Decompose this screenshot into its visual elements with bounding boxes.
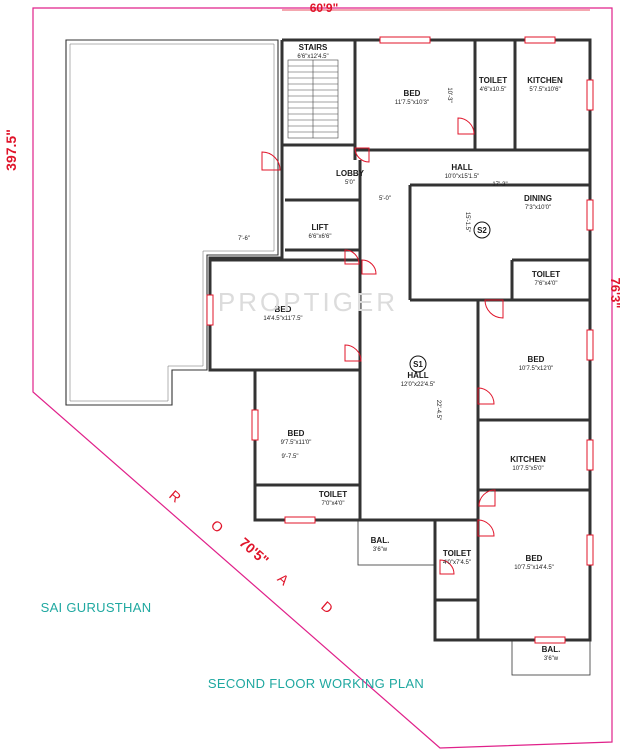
size-hall-s1: 12'0"x22'4.5": [401, 382, 436, 388]
label-toilet-br: TOILET: [443, 549, 471, 558]
s1-marker: [409, 355, 427, 373]
label-stairs: STAIRS: [299, 43, 328, 52]
road-letter-a: A: [275, 570, 293, 589]
site-boundary: [32, 7, 613, 749]
size-toilet-bot: 7'0"x4'0": [322, 501, 345, 507]
size-kitchen-bot: 10'7.5"x5'0": [512, 466, 543, 472]
label-bed-mid: BED: [288, 429, 305, 438]
size-lift: 6'6"x6'6": [309, 234, 332, 240]
size-toilet-br: 4'0"x7'4.5": [443, 560, 471, 566]
terrace-inner-outline: [69, 43, 275, 402]
dim-bed-top-side: 10'-3": [446, 87, 452, 102]
watermark: PROPTIGER: [218, 287, 398, 317]
size-bal-2: 3'6"w: [544, 656, 559, 662]
s2-label: S2: [477, 226, 487, 235]
dim-hall-top-length: 17'-3": [492, 182, 507, 188]
walls: [208, 38, 592, 642]
label-hall-s1: HALL: [407, 371, 428, 380]
door-swings: [261, 117, 504, 575]
s1-label: S1: [413, 360, 423, 369]
size-bed-right1: 10'7.5"x12'0": [519, 366, 554, 372]
label-toilet-mid: TOILET: [532, 270, 560, 279]
overall-left-height: 397.5": [3, 129, 19, 171]
label-lift: LIFT: [312, 223, 329, 232]
dim-hall-top-side: 15'-1.5": [464, 212, 470, 232]
dim-left-wing: 7'-6": [238, 236, 250, 242]
size-toilet-mid: 7'6"x4'0": [535, 281, 558, 287]
s2-marker: [473, 221, 491, 239]
room-labels: STAIRS 6'6"x12'4.5" BED 11'7.5"x10'3" TO…: [263, 43, 563, 662]
size-bal-1: 3'6"w: [373, 547, 388, 553]
label-toilet-bot: TOILET: [319, 490, 347, 499]
size-bed-left: 14'4.5"x11'7.5": [263, 316, 302, 322]
label-kitchen-top: KITCHEN: [527, 76, 563, 85]
dim-hall-s1-length: 22'-4.5": [435, 400, 441, 420]
label-bed-left: BED: [275, 305, 292, 314]
plan-title: SECOND FLOOR WORKING PLAN: [208, 676, 424, 691]
road-letter-r: R: [166, 487, 184, 506]
label-bal-1: BAL.: [371, 536, 390, 545]
size-bed-br: 10'7.5"x14'4.5": [514, 565, 554, 571]
size-hall-top: 10'0"x15'1.5": [445, 174, 480, 180]
inner-dimensions: 17'-3" 22'-4.5" 15'-1.5" 10'-3" 7'-6" 9'…: [238, 87, 508, 460]
label-lobby: LOBBY: [336, 169, 365, 178]
label-bed-right1: BED: [528, 355, 545, 364]
label-kitchen-bot: KITCHEN: [510, 455, 546, 464]
size-lobby: 5'0": [345, 180, 355, 186]
windows: [206, 36, 594, 644]
dim-lobby-width: 5'-0": [379, 196, 391, 202]
size-kitchen-top: 5'7.5"x10'6": [529, 87, 560, 93]
label-toilet-top: TOILET: [479, 76, 507, 85]
label-bed-br: BED: [526, 554, 543, 563]
road-width: 70'5": [236, 534, 272, 568]
overall-top-width: 60'9": [310, 1, 339, 15]
size-toilet-top: 4'6"x10.5": [480, 87, 507, 93]
size-bed-mid: 9'7.5"x11'0": [281, 440, 312, 446]
road-letter-o: O: [208, 517, 227, 536]
outer-dimensions: 60'9" 397.5" 76'3" 70'5": [3, 1, 623, 568]
overall-right-height: 76'3": [608, 278, 623, 309]
balcony-outline-1: [357, 519, 436, 566]
road-letter-d: D: [318, 598, 336, 617]
dim-bed-mid-inner: 9'-7.5": [282, 454, 299, 460]
size-bed-top: 11'7.5"x10'3": [395, 100, 429, 106]
label-bed-top: BED: [404, 89, 421, 98]
size-dining: 7'3"x10'0": [525, 205, 551, 211]
label-hall-top: HALL: [451, 163, 472, 172]
neighbour-label: SAI GURUSTHAN: [41, 600, 152, 615]
size-stairs: 6'6"x12'4.5": [297, 54, 328, 60]
terrace-outline: [65, 39, 279, 406]
label-dining: DINING: [524, 194, 552, 203]
stair-treads: [287, 59, 339, 139]
label-bal-2: BAL.: [542, 645, 561, 654]
